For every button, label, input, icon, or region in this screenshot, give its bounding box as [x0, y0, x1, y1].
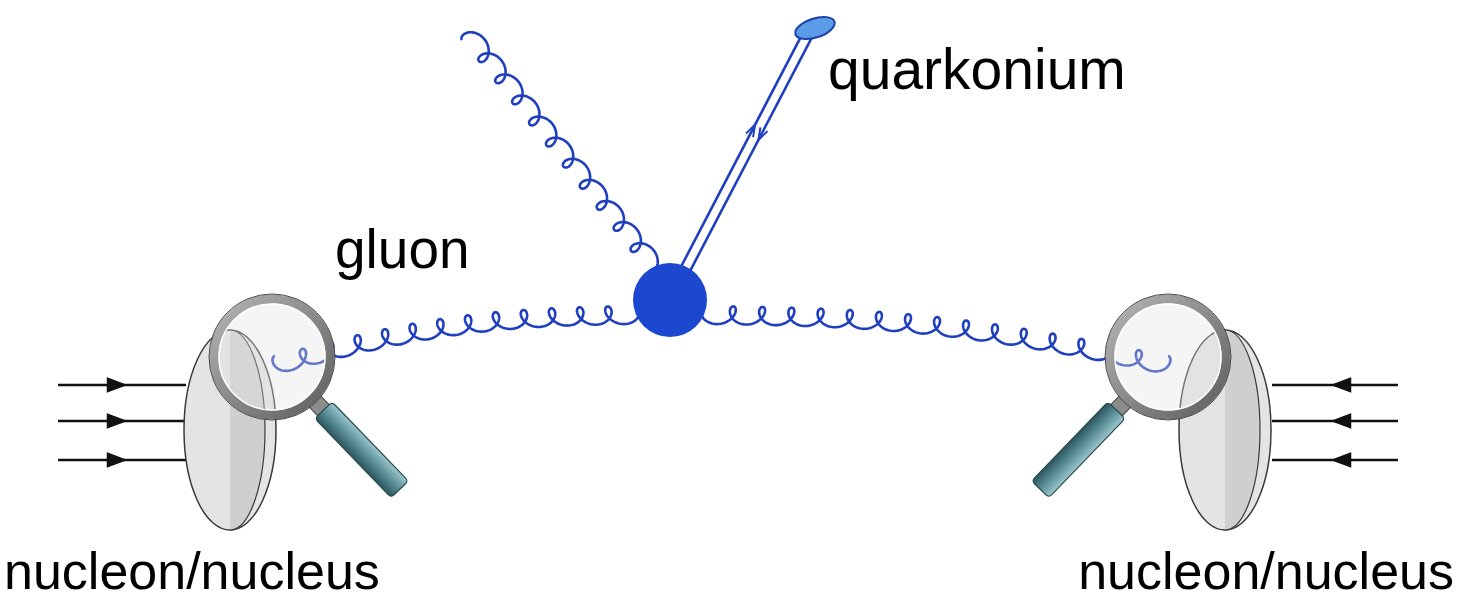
magnifier [1032, 294, 1231, 498]
magnifier [209, 294, 408, 498]
quark-line [690, 36, 812, 270]
quarkonium-shape [793, 13, 838, 44]
nucleus-label: nucleon/nucleus [4, 545, 380, 597]
node-outline [793, 17, 837, 39]
vertex-blob [633, 263, 707, 337]
particle-label: quarkonium [828, 41, 1126, 98]
arrow-head [108, 454, 124, 466]
gluon-coil [461, 32, 657, 273]
lens-highlight [219, 304, 325, 410]
magnifier-handle [315, 402, 409, 498]
gluon-lines [272, 32, 1170, 371]
magnifier-lens [214, 299, 330, 415]
quarkonium-ellipse: quarkonium [793, 17, 837, 39]
quark-line [682, 32, 804, 266]
arrow-head [1334, 379, 1350, 391]
arrow-head [746, 125, 755, 137]
arrow-head [108, 379, 124, 391]
arrow-head [758, 127, 767, 139]
gluon-coil [701, 306, 1171, 371]
arrow-head [1334, 454, 1350, 466]
magnifier-lens [1110, 299, 1226, 415]
quarkonium-line [682, 32, 813, 271]
lens-highlight [1115, 304, 1221, 410]
lens-rim [1105, 294, 1231, 420]
line-label: gluon [335, 222, 470, 277]
lens-rim [209, 294, 335, 420]
nucleus-label: nucleon/nucleus [1078, 545, 1454, 597]
arrow-head [1334, 415, 1350, 427]
arrow-head [108, 415, 124, 427]
magnifier-handle [1032, 402, 1126, 498]
